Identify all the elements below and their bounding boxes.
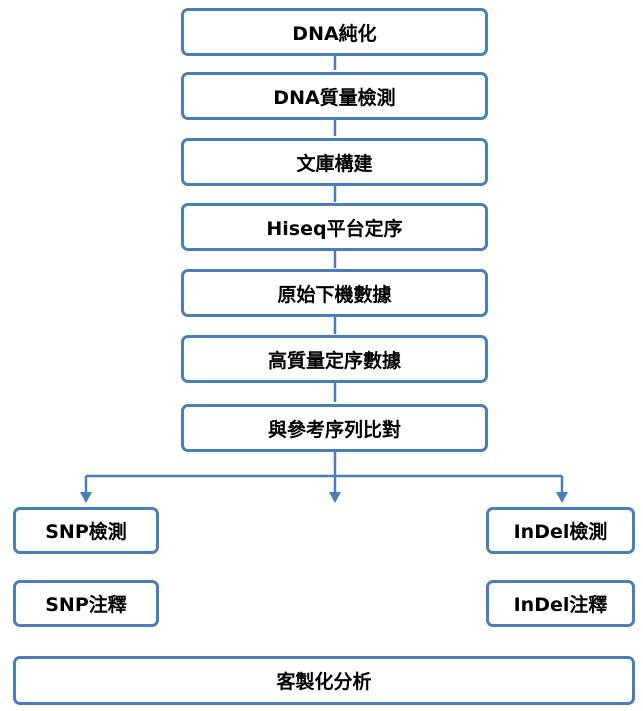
- arrowhead-left: [80, 492, 92, 503]
- step-reference-alignment: 與參考序列比對: [181, 404, 488, 452]
- step-library-construction: 文庫構建: [181, 138, 488, 186]
- arrowhead-center: [329, 492, 341, 503]
- final-custom-analysis: 客製化分析: [13, 656, 635, 705]
- branch-snp-detection: SNP檢測: [13, 507, 159, 554]
- arrowhead-right: [556, 492, 568, 503]
- step-dna-purification: DNA純化: [181, 8, 488, 56]
- branch-indel-annotation: InDel注釋: [486, 580, 635, 627]
- step-dna-quality-check: DNA質量檢測: [181, 72, 488, 120]
- branch-indel-detection: InDel檢測: [486, 507, 635, 554]
- step-high-quality-data: 高質量定序數據: [181, 335, 488, 383]
- branch-snp-annotation: SNP注釋: [13, 580, 159, 627]
- step-raw-data: 原始下機數據: [181, 269, 488, 317]
- step-hiseq-sequencing: Hiseq平台定序: [181, 203, 488, 251]
